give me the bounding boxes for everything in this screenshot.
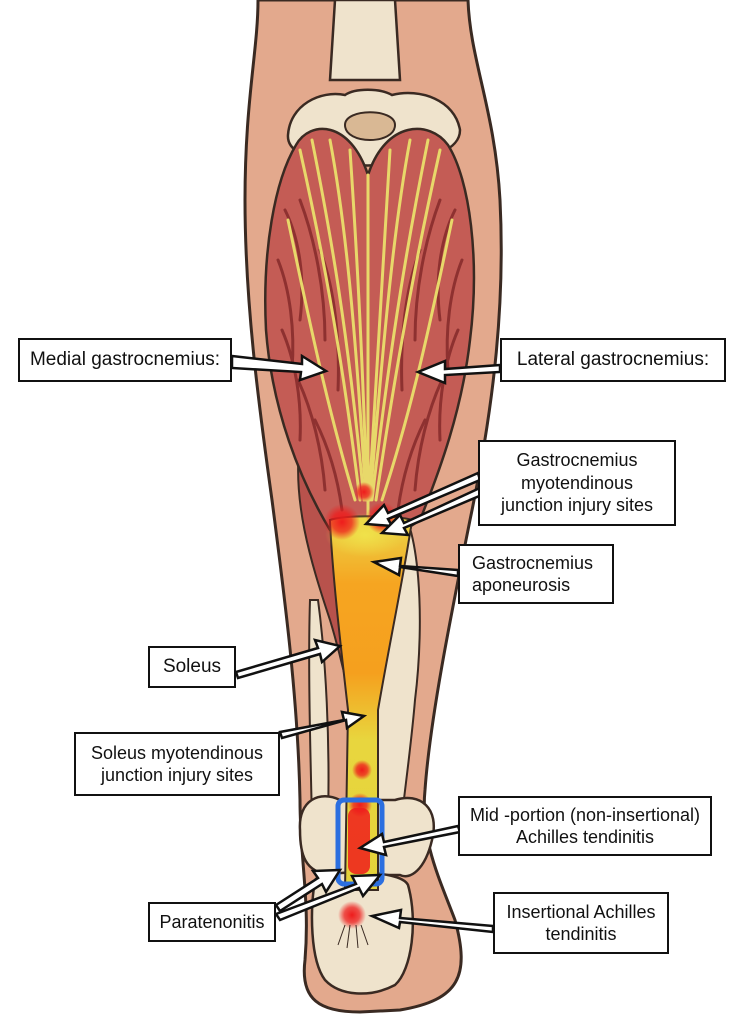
label-paratenonitis-text: Paratenonitis (159, 911, 265, 932)
label-gastrocnemius-aponeurosis-line1: Gastrocnemius (472, 552, 594, 573)
label-mid-portion-line1: Mid -portion (non-insertional) (469, 804, 701, 825)
gastrocnemius-mtj-injury-medial (324, 504, 360, 540)
label-insertional-line2: tendinitis (545, 924, 617, 944)
label-gastrocnemius-aponeurosis: Gastrocnemius aponeurosis (458, 544, 614, 604)
label-mid-portion-line2: Achilles tendinitis (515, 827, 655, 847)
label-gastrocnemius-mtj-line3: junction injury sites (500, 495, 654, 516)
label-soleus-mtj: Soleus myotendinous junction injury site… (74, 732, 280, 796)
label-gastrocnemius-mtj-line2: myotendinous (520, 472, 634, 493)
label-medial-gastrocnemius: Medial gastrocnemius: (18, 338, 232, 382)
label-soleus-mtj-line1: Soleus myotendinous (90, 742, 264, 763)
label-lateral-gastrocnemius: Lateral gastrocnemius: (500, 338, 726, 382)
mid-portion-injury-zone (348, 808, 370, 874)
insertional-injury-site (338, 901, 366, 929)
patella (343, 111, 397, 141)
label-gastrocnemius-aponeurosis-line2: aponeurosis (472, 575, 571, 595)
label-soleus-mtj-line2: junction injury sites (100, 765, 254, 785)
label-gastrocnemius-mtj-line1: Gastrocnemius (516, 450, 638, 471)
label-soleus-text: Soleus (162, 656, 222, 678)
gastrocnemius-mtj-injury-top (354, 482, 374, 502)
soleus-mtj-injury-site-1 (352, 760, 372, 780)
label-gastrocnemius-mtj: Gastrocnemius myotendinous junction inju… (478, 440, 676, 526)
pointer-arrows (230, 353, 502, 934)
label-soleus: Soleus (148, 646, 236, 688)
tendon-fibres (286, 138, 454, 522)
label-medial-gastrocnemius-text: Medial gastrocnemius: (29, 349, 221, 371)
femur-bone (328, 0, 402, 82)
label-paratenonitis: Paratenonitis (148, 902, 276, 942)
insertion-fibres (337, 924, 369, 949)
label-mid-portion-tendinitis: Mid -portion (non-insertional) Achilles … (458, 796, 712, 856)
label-insertional-line1: Insertional Achilles (506, 901, 656, 922)
label-lateral-gastrocnemius-text: Lateral gastrocnemius: (516, 349, 710, 371)
label-insertional-tendinitis: Insertional Achilles tendinitis (493, 892, 669, 954)
